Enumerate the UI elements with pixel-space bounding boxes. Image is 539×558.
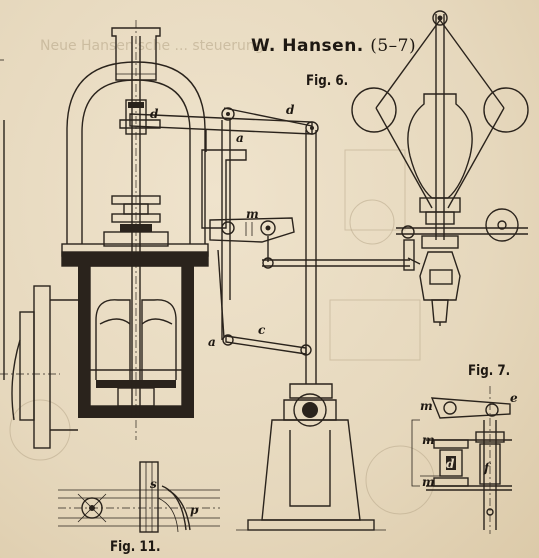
bleed-through-text-top: Neue Hansen'sche ... steuerung <box>40 38 264 54</box>
fig6-caption: Fig. 6. <box>306 73 349 89</box>
fig6-letter-c: c <box>258 323 266 337</box>
fig6-letter-a-upper: a <box>236 131 244 145</box>
fig7-detail <box>411 386 512 534</box>
fig7-letter-f: f <box>484 461 490 475</box>
title-name: W. Hansen. <box>251 36 364 56</box>
fig6-letter-d-left: d <box>150 107 159 121</box>
fig11-detail <box>58 461 220 533</box>
fig7-letter-e: e <box>510 391 518 405</box>
fig11-letter-s: s <box>150 477 157 491</box>
fig7-letter-m-top: m <box>420 399 433 413</box>
fig7-caption: Fig. 7. <box>468 363 511 379</box>
fig6-letter-m: m <box>246 207 259 221</box>
fig6-column <box>236 130 386 531</box>
fig6-main-housing <box>0 20 209 449</box>
fig11-caption: Fig. 11. <box>110 539 161 555</box>
plate-title: W. Hansen. (5–7) <box>251 38 416 55</box>
fig6-letter-d-right: d <box>286 103 295 117</box>
title-range: (5–7) <box>370 36 417 56</box>
fig6-letter-a-lower: a <box>208 335 216 349</box>
fig7-letter-m-mid: m <box>422 433 435 447</box>
fig11-letter-p: p <box>190 503 199 517</box>
fig6-linkage <box>129 107 410 356</box>
fig7-letter-m-bot: m <box>422 475 435 489</box>
fig7-letter-d: d <box>446 457 455 471</box>
fig6-governor <box>351 10 529 326</box>
bleed-through-ghosts <box>9 149 435 515</box>
